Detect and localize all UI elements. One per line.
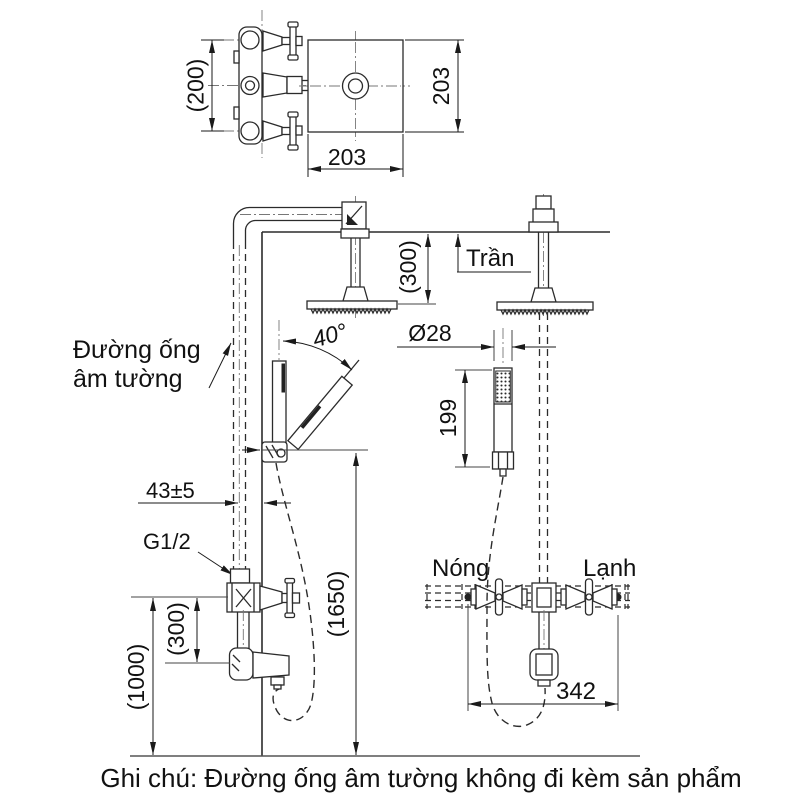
- dim-head-width-label: 203: [328, 144, 366, 170]
- concealed-pipe-label-line2: âm tường: [73, 365, 183, 393]
- dim-valve-width-label: 342: [556, 678, 596, 705]
- right-shower-head: [496, 194, 594, 583]
- dim-hand-shower-length: 199: [435, 369, 492, 468]
- concealed-pipe-label: Đường ống âm tường: [73, 336, 232, 393]
- right-hand-shower: [491, 328, 515, 477]
- dim-hand-shower-diameter: Ø28: [397, 320, 556, 361]
- dim-head-depth: 203: [405, 39, 464, 133]
- hand-shower-holder: [261, 441, 288, 463]
- ceiling-callout: Trần: [455, 234, 531, 273]
- concealed-pipe-label-line1: Đường ống: [73, 336, 201, 364]
- dim-floor-to-holder-label: (1650): [323, 571, 349, 637]
- dim-ceiling-to-head-label: (300): [395, 240, 421, 294]
- dim-valve-port-spacing: (200): [183, 39, 224, 132]
- hot-handle: [470, 578, 528, 616]
- dim-valve-width: 342: [467, 604, 619, 711]
- dim-head-depth-label: 203: [428, 67, 454, 105]
- cold-label: Lạnh: [583, 555, 636, 582]
- left-stop-valve: [226, 568, 301, 690]
- left-shower-head: [306, 196, 398, 318]
- thread-callout: G1/2: [143, 529, 234, 576]
- dim-valve-to-spout-label: (300): [163, 602, 189, 656]
- dim-floor-to-holder: (1650): [242, 447, 368, 755]
- dim-swivel-angle: 40°: [282, 318, 353, 371]
- note-text: Ghi chú: Đường ống âm tường không đi kèm…: [100, 763, 741, 793]
- concealed-supply-pipe: [232, 206, 352, 580]
- dim-head-width: 203: [307, 134, 404, 177]
- tilted-hand-shower: [286, 375, 354, 451]
- dim-valve-port-spacing-label: (200): [183, 59, 209, 113]
- right-mixer-valve: Nóng Lạnh: [425, 555, 636, 687]
- hot-label: Nóng: [432, 555, 489, 582]
- left-hand-shower: [271, 320, 360, 451]
- cold-handle: [560, 578, 618, 616]
- ceiling-label: Trần: [466, 245, 514, 272]
- dim-hand-shower-diameter-label: Ø28: [408, 320, 451, 346]
- dim-pipe-to-wall-label: 43±5: [146, 478, 195, 503]
- right-hand-shower-hose: [486, 476, 546, 728]
- left-hand-shower-hose: [272, 462, 316, 722]
- dim-floor-to-valve-label: (1000): [123, 644, 149, 710]
- dim-valve-to-spout: (300): [131, 596, 230, 664]
- dim-hand-shower-length-label: 199: [435, 399, 461, 437]
- dim-floor-to-valve: (1000): [123, 598, 156, 755]
- thread-label: G1/2: [143, 529, 191, 554]
- dim-swivel-angle-label: 40°: [309, 318, 350, 353]
- mixer-top-view: [204, 10, 309, 158]
- dim-pipe-to-wall: 43±5: [138, 478, 291, 506]
- shower-head-top-view: [299, 31, 412, 141]
- dim-ceiling-to-head: (300): [395, 234, 436, 305]
